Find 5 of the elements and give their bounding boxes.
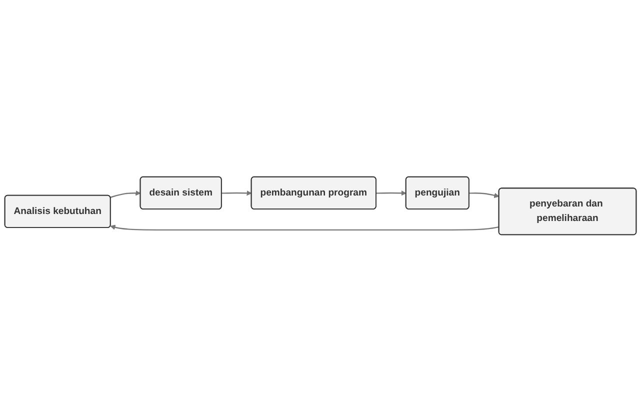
arrow xyxy=(376,190,406,196)
arrow xyxy=(469,192,500,198)
arrow xyxy=(222,190,252,196)
arrow xyxy=(110,224,500,231)
arrow xyxy=(110,190,141,198)
